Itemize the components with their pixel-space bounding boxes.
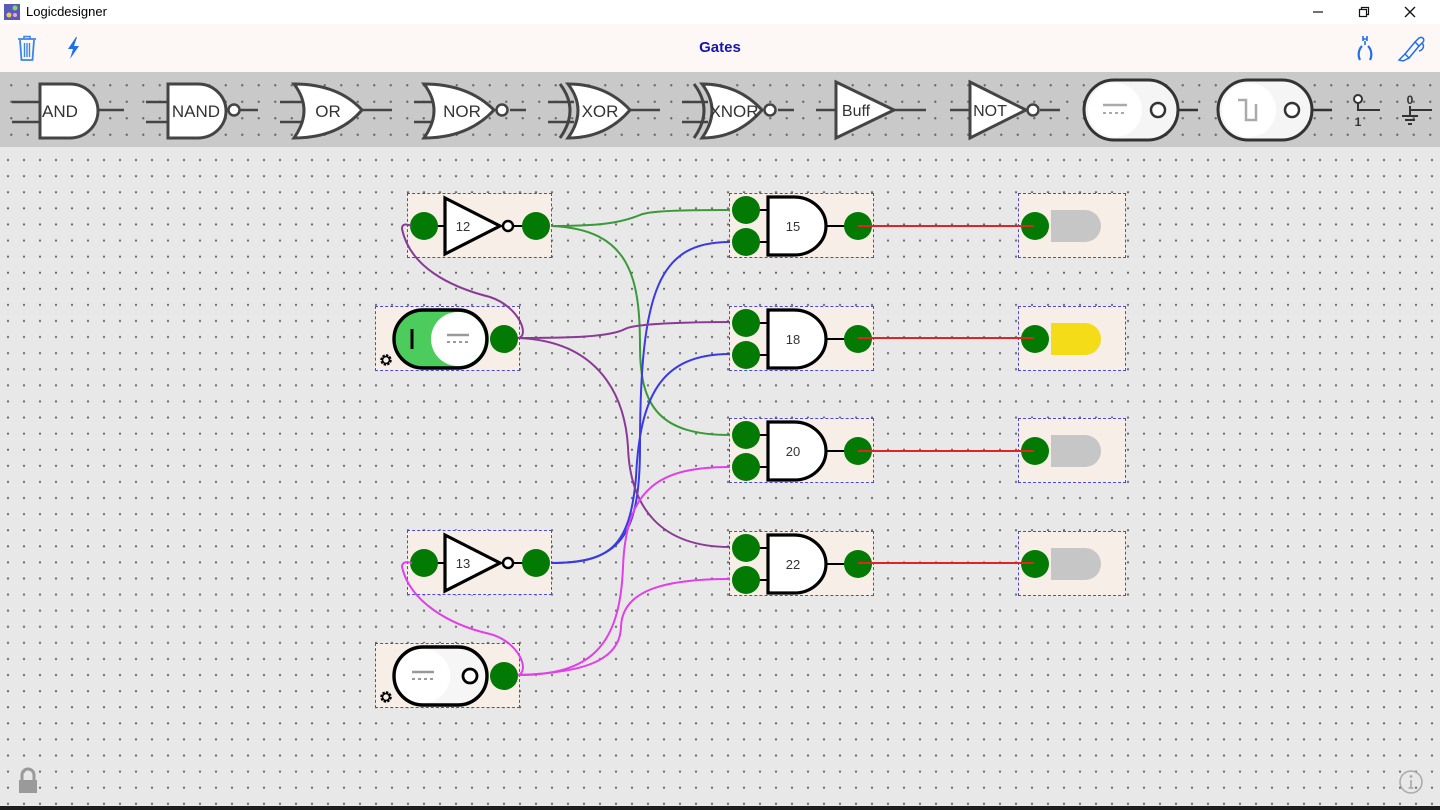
palette-nand-gate[interactable]: NAND bbox=[142, 72, 262, 147]
close-icon bbox=[1404, 6, 1416, 18]
toggle-switch-a[interactable] bbox=[375, 306, 520, 371]
palette-constant-low-label: 0 bbox=[1407, 93, 1414, 107]
led-1-bulb bbox=[1051, 210, 1101, 242]
not-gate-12-label: 12 bbox=[456, 219, 470, 234]
palette-clock-switch[interactable] bbox=[1214, 72, 1338, 147]
title-bar: Logicdesigner — bbox=[0, 0, 1440, 24]
led-2-input-pin[interactable] bbox=[1021, 325, 1049, 353]
palette-not-gate[interactable]: NOT bbox=[946, 72, 1066, 147]
circuit-canvas[interactable]: 12 13 bbox=[0, 147, 1440, 808]
not-gate-12-output-pin[interactable] bbox=[522, 212, 550, 240]
gear-icon[interactable] bbox=[378, 352, 394, 368]
palette-xor-gate[interactable]: XOR bbox=[544, 72, 664, 147]
not-gate-13-label: 13 bbox=[456, 556, 470, 571]
and-gate-20-input-b-pin[interactable] bbox=[732, 453, 760, 481]
led-4-input-pin[interactable] bbox=[1021, 550, 1049, 578]
delete-button[interactable] bbox=[11, 32, 43, 64]
led-1[interactable] bbox=[1018, 193, 1126, 258]
and-gate-20[interactable]: 20 bbox=[729, 418, 874, 483]
palette-constant-high-label: 1 bbox=[1355, 115, 1362, 129]
not-gate-13-output-pin[interactable] bbox=[522, 549, 550, 577]
component-palette: AND NAND OR NOR XOR XNOR Buff bbox=[0, 72, 1440, 147]
and-gate-15-output-pin[interactable] bbox=[844, 212, 872, 240]
switch-b-output-pin[interactable] bbox=[490, 662, 518, 690]
palette-constant-high[interactable]: 1 bbox=[1344, 72, 1388, 147]
gear-icon[interactable] bbox=[378, 689, 394, 705]
palette-or-gate[interactable]: OR bbox=[276, 72, 396, 147]
palette-constant-low[interactable]: 0 bbox=[1396, 72, 1440, 147]
window-title: Logicdesigner bbox=[26, 4, 107, 19]
palette-buff-label: Buff bbox=[842, 103, 871, 120]
palette-and-label: AND bbox=[42, 102, 78, 121]
led-1-input-pin[interactable] bbox=[1021, 212, 1049, 240]
palette-or-label: OR bbox=[315, 102, 341, 121]
wires-layer bbox=[400, 209, 1034, 676]
restore-icon bbox=[1358, 6, 1370, 18]
palette-nand-label: NAND bbox=[172, 102, 220, 121]
wire-green-2[interactable] bbox=[550, 225, 731, 436]
palette-xor-label: XOR bbox=[582, 102, 619, 121]
and-gate-18-input-b-pin[interactable] bbox=[732, 341, 760, 369]
wire-blue-2[interactable] bbox=[550, 353, 731, 564]
palette-xnor-label: XNOR bbox=[709, 102, 758, 121]
led-2[interactable] bbox=[1018, 306, 1126, 371]
and-gate-20-label: 20 bbox=[786, 444, 800, 459]
toggle-switch-b[interactable] bbox=[375, 643, 520, 708]
and-gate-18-output-pin[interactable] bbox=[844, 325, 872, 353]
and-gate-18-label: 18 bbox=[786, 332, 800, 347]
probe-button[interactable] bbox=[1396, 32, 1428, 64]
not-gate-12[interactable]: 12 bbox=[407, 193, 552, 258]
restore-button[interactable] bbox=[1341, 0, 1387, 24]
and-gate-15[interactable]: 15 bbox=[729, 193, 874, 258]
and-gate-22-label: 22 bbox=[786, 557, 800, 572]
wire-blue-1[interactable] bbox=[550, 241, 731, 564]
not-gate-13[interactable]: 13 bbox=[407, 530, 552, 595]
info-icon[interactable] bbox=[1398, 769, 1424, 795]
palette-nor-gate[interactable]: NOR bbox=[410, 72, 530, 147]
and-gate-15-input-b-pin[interactable] bbox=[732, 228, 760, 256]
toolbar: Gates bbox=[0, 24, 1440, 72]
bottom-border bbox=[0, 806, 1440, 810]
led-4[interactable] bbox=[1018, 531, 1126, 596]
and-gate-22-input-a-pin[interactable] bbox=[732, 534, 760, 562]
lock-icon[interactable] bbox=[16, 767, 40, 795]
not-gate-13-input-pin[interactable] bbox=[410, 549, 438, 577]
wire-green-1[interactable] bbox=[550, 209, 731, 227]
close-button[interactable] bbox=[1387, 0, 1433, 24]
minimize-button[interactable] bbox=[1295, 0, 1341, 24]
palette-buffer-gate[interactable]: Buff bbox=[812, 72, 932, 147]
wire-cutter-icon bbox=[1357, 36, 1373, 61]
led-3[interactable] bbox=[1018, 418, 1126, 483]
and-gate-22-input-b-pin[interactable] bbox=[732, 566, 760, 594]
minimize-icon bbox=[1313, 11, 1323, 13]
and-gate-22[interactable]: 22 bbox=[729, 531, 874, 596]
lightning-icon bbox=[68, 37, 79, 59]
and-gate-20-output-pin[interactable] bbox=[844, 437, 872, 465]
palette-not-label: NOT bbox=[973, 103, 1007, 120]
and-gate-15-input-a-pin[interactable] bbox=[732, 196, 760, 224]
wire-purple-2[interactable] bbox=[517, 337, 731, 548]
and-gate-22-output-pin[interactable] bbox=[844, 550, 872, 578]
and-gate-15-label: 15 bbox=[786, 219, 800, 234]
not-gate-12-input-pin[interactable] bbox=[410, 212, 438, 240]
led-2-bulb bbox=[1051, 323, 1101, 355]
and-gate-20-input-a-pin[interactable] bbox=[732, 421, 760, 449]
wire-purple-1[interactable] bbox=[517, 321, 731, 339]
led-4-bulb bbox=[1051, 548, 1101, 580]
app-logo-icon bbox=[4, 4, 20, 20]
and-gate-18-input-a-pin[interactable] bbox=[732, 309, 760, 337]
palette-toggle-switch[interactable] bbox=[1080, 72, 1204, 147]
simulate-button[interactable] bbox=[57, 32, 89, 64]
palette-nor-label: NOR bbox=[443, 102, 481, 121]
led-3-bulb bbox=[1051, 435, 1101, 467]
probe-icon bbox=[1397, 36, 1425, 62]
trash-icon bbox=[18, 35, 36, 61]
palette-and-gate[interactable]: AND bbox=[8, 72, 128, 147]
wire-cutter-button[interactable] bbox=[1349, 32, 1381, 64]
led-3-input-pin[interactable] bbox=[1021, 437, 1049, 465]
page-title: Gates bbox=[699, 39, 741, 56]
switch-a-output-pin[interactable] bbox=[490, 325, 518, 353]
palette-xnor-gate[interactable]: XNOR bbox=[678, 72, 798, 147]
and-gate-18[interactable]: 18 bbox=[729, 306, 874, 371]
